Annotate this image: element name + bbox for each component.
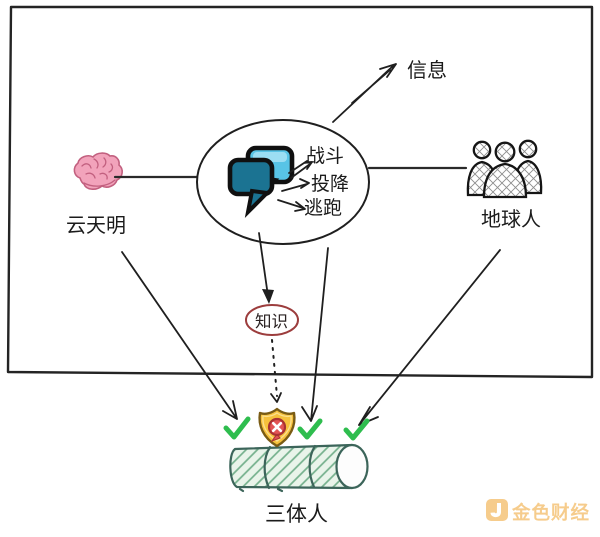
arrow-to-info: [332, 63, 397, 123]
outer-box: [6, 5, 594, 379]
label-knowledge: 知识: [255, 312, 288, 331]
arrow-to-knowledge: [258, 232, 274, 304]
arrow-from-earthlings: [358, 249, 501, 426]
label-info: 信息: [407, 58, 447, 82]
cylinder-shape: [229, 443, 369, 493]
label-earthlings: 地球人: [481, 207, 541, 231]
label-flee: 逃跑: [304, 197, 342, 219]
check-icon-right: [343, 418, 370, 441]
arrow-from-circle: [301, 247, 329, 422]
label-yuntianming: 云天明: [66, 213, 126, 237]
knowledge-ellipse: [245, 304, 299, 336]
chat-bubbles-icon: [227, 145, 295, 219]
check-icon-middle: [297, 418, 323, 440]
dotted-arrow: [270, 339, 282, 403]
arrow-from-yuntianming: [121, 251, 238, 420]
shield-block-icon: [258, 407, 296, 448]
watermark: 金色财经: [486, 499, 590, 524]
label-surrender: 投降: [311, 173, 349, 195]
people-group-icon: [466, 139, 543, 199]
label-trisolarans: 三体人: [265, 502, 328, 526]
option-arrows: [277, 160, 313, 212]
watermark-text: 金色财经: [511, 502, 590, 524]
brain-icon: [73, 152, 123, 190]
label-fight: 战斗: [306, 145, 344, 167]
check-icon-left: [223, 416, 251, 440]
